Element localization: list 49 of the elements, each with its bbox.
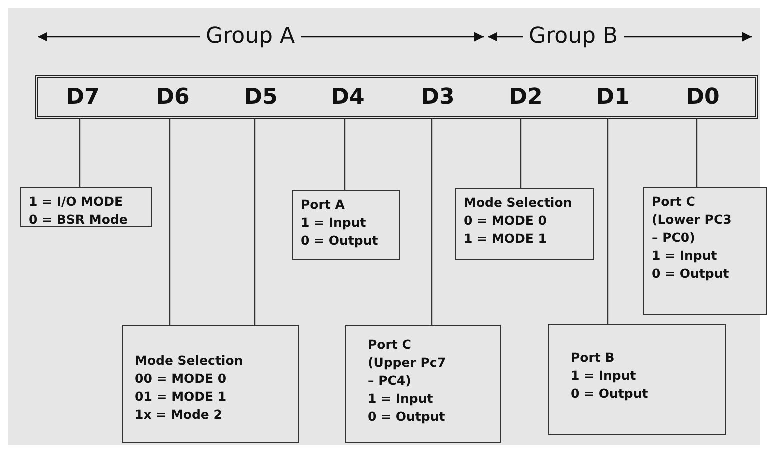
box-text: 0 = Output [652,265,730,283]
box-text: Port C [652,193,696,211]
bit-cell: D0 [658,78,748,116]
group-label: Group A [200,24,302,50]
box-text: 0 = Output [571,385,650,403]
bit-cell: D2 [481,78,571,116]
leader-line [607,119,609,324]
box-text: 01 = MODE 1 [135,388,228,406]
box-text: 00 = MODE 0 [135,370,228,388]
box-text: 0 = Output [301,232,380,250]
box-text: 0 = Output [368,408,446,426]
description-box [122,325,299,443]
description-box [345,325,501,443]
box-text: 1 = Input [652,247,718,265]
box-text: Mode Selection [135,352,244,370]
leader-line [520,119,522,188]
box-text: 1 = Input [368,390,434,408]
description-box [643,187,767,315]
box-text: 0 = BSR Mode [29,211,129,229]
box-text: Mode Selection [464,194,574,212]
box-text: Port C [368,336,412,354]
leader-line [344,119,346,190]
description-box [548,324,726,435]
register-bar [35,75,758,119]
box-text: (Lower PC3 – PC0) [652,211,733,247]
bit-cell: D6 [128,78,218,116]
bit-cell: D5 [216,78,306,116]
leader-line [254,119,256,325]
leader-line [79,119,81,187]
bit-cell: D1 [568,78,658,116]
leader-line [431,119,433,325]
box-text: 1 = Input [571,367,638,385]
box-text: Port A [301,196,346,214]
description-box [20,187,152,227]
box-text: 1 = Input [301,214,368,232]
box-text: 0 = MODE 0 [464,212,548,230]
group-label: Group B [523,24,624,50]
description-box [292,190,400,260]
bit-cell: D3 [393,78,483,116]
leader-line [696,119,698,187]
leader-line [169,119,171,325]
box-text: Port B [571,349,616,367]
box-text: 1x = Mode 2 [135,406,224,424]
box-text: 1 = I/O MODE [29,193,124,211]
box-text: (Upper Pc7 – PC4) [368,354,448,390]
bit-cell: D7 [38,78,128,116]
bit-cell: D4 [303,78,393,116]
description-box [455,188,594,260]
box-text: 1 = MODE 1 [464,230,548,248]
